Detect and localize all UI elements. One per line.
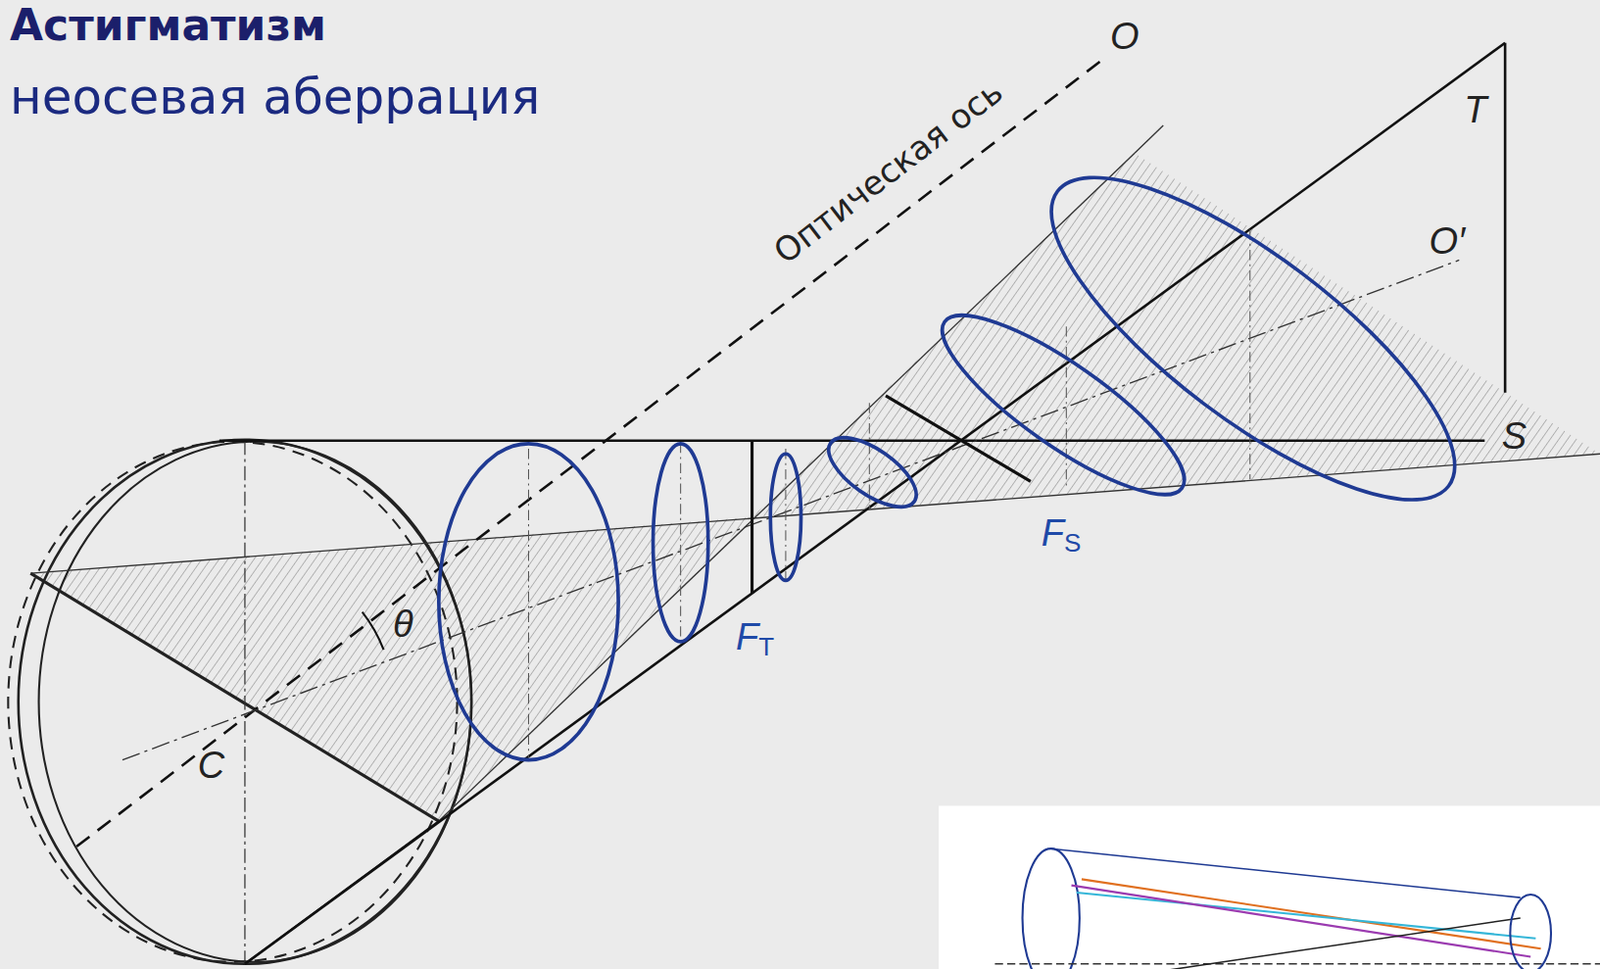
inset-ray: [1051, 918, 1521, 969]
inset-ray: [1081, 878, 1542, 949]
section-line: [528, 448, 530, 761]
section-line: [784, 448, 786, 582]
inset-ray: [1051, 848, 1521, 898]
inset-axis: [994, 963, 1600, 966]
hatched-fan: [30, 517, 752, 822]
center-line: [243, 440, 245, 965]
subtitle: неосевая аберрация: [9, 72, 540, 122]
sagittal-focal-line: [885, 395, 1031, 482]
hatched-fan: [752, 152, 1600, 518]
chief-ray-axis: [122, 259, 1459, 760]
lens-diameter: [30, 573, 439, 822]
lens-rim-dashed: [7, 441, 457, 963]
section-line: [1249, 229, 1251, 480]
section-line: [1066, 326, 1067, 490]
plane-edge: [1503, 43, 1507, 393]
beam-section: [770, 453, 801, 581]
focus-label: FT: [735, 618, 775, 660]
ray: [1134, 125, 1164, 153]
lens-rim: [39, 441, 473, 963]
angle-arc: [362, 612, 385, 651]
ray: [30, 453, 1600, 574]
beam-section: [438, 443, 619, 761]
axis-label: Оптическая ось: [768, 73, 1009, 269]
inset-ray: [1076, 892, 1537, 939]
inset-ray: [1071, 885, 1532, 958]
inset-section: [1509, 894, 1552, 969]
section-line: [679, 442, 681, 643]
tangential-focal-line: [750, 440, 754, 594]
point-label: C: [197, 746, 225, 784]
point-label: T: [1463, 91, 1487, 129]
beam-section: [818, 424, 928, 520]
inset-panel: [938, 805, 1600, 969]
inset-sketch: [938, 805, 1600, 969]
focus-label: FS: [1041, 514, 1082, 556]
section-line: [869, 402, 871, 510]
ray: [244, 821, 439, 965]
inset-lens: [1022, 848, 1080, 969]
beam-section: [921, 288, 1206, 522]
lens: [18, 439, 472, 965]
point-label: O′: [1428, 222, 1465, 260]
optical-axis: [76, 55, 1108, 847]
title: Астигматизм: [9, 3, 327, 48]
point-label: S: [1502, 417, 1527, 455]
beam-section: [1008, 126, 1499, 552]
beam-section: [653, 443, 709, 642]
point-label: O: [1110, 17, 1140, 55]
angle-label: θ: [392, 605, 414, 643]
